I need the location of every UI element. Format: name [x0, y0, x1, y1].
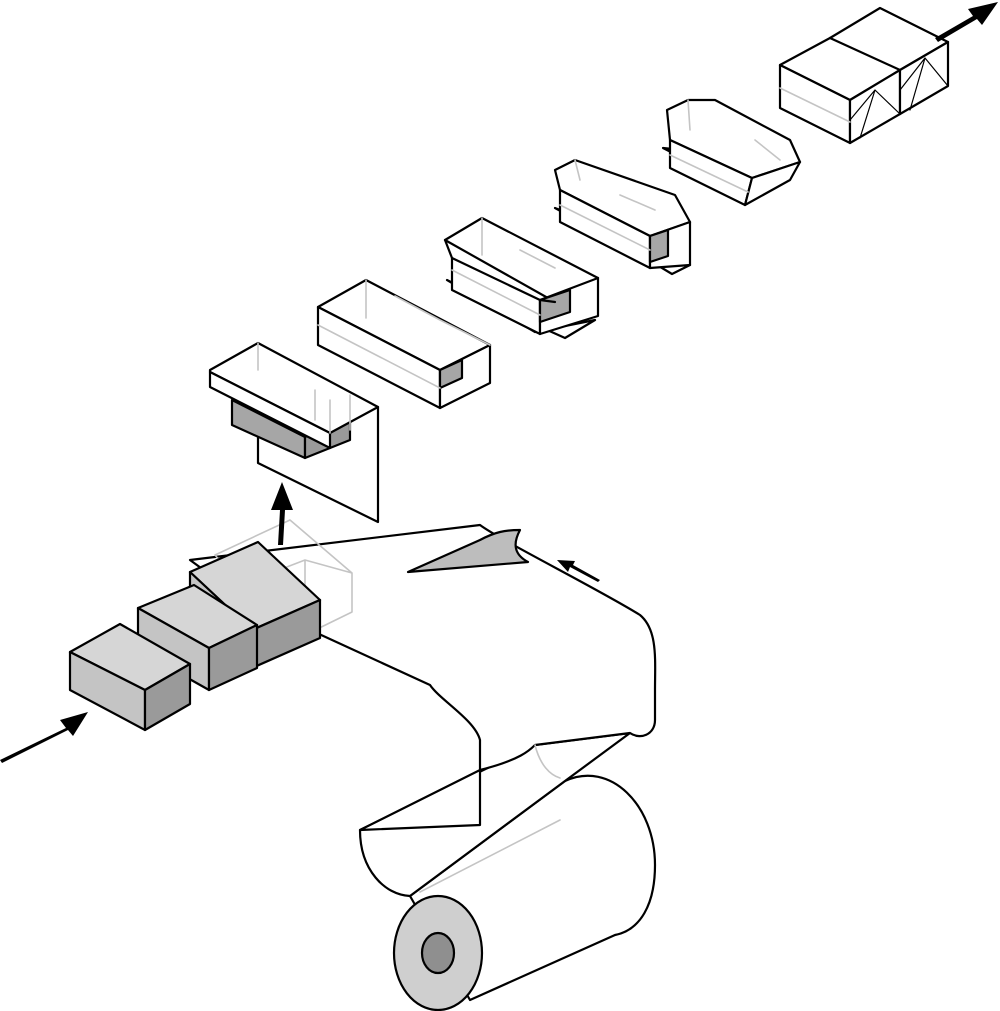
- stage-1-fold-lines: [257, 342, 351, 434]
- wrap-stage-5: [661, 98, 802, 207]
- stage-2-fold-lines: [317, 279, 491, 389]
- product-box-queued-1: [68, 622, 192, 732]
- wrapped-package-output: [778, 6, 950, 145]
- film-roll-highlight: [419, 819, 561, 893]
- infeed-arrow-icon: [0, 712, 88, 763]
- film-web-fold-shade: [534, 744, 561, 779]
- product-box-queued-2: [136, 583, 259, 692]
- stage-2-side-frame: [438, 343, 492, 410]
- lift-arrow-up-icon: [271, 482, 293, 545]
- film-roll: [392, 774, 657, 1011]
- infeed-product-boxes: [68, 540, 322, 732]
- film-roll-core: [420, 931, 456, 975]
- package-seam: [828, 36, 902, 72]
- film-web-lower: [358, 731, 632, 898]
- wrap-stage-4: [553, 158, 692, 276]
- wrap-stage-2: [316, 278, 492, 410]
- stage-4-pocket: [648, 228, 670, 264]
- wrap-stage-3: [443, 216, 600, 340]
- outfeed-arrow-icon: [935, 2, 998, 42]
- box-side: [143, 662, 192, 732]
- stage-1-box-in-film: [208, 341, 380, 524]
- package-fold-lines: [779, 87, 851, 123]
- film-cut-curl: [406, 528, 530, 574]
- stage-3-fold-lines: [451, 217, 556, 316]
- stage-1-front-face: [208, 370, 332, 450]
- package-end-folds: [849, 57, 949, 139]
- stage-4-fold-lines: [559, 159, 656, 251]
- film-direction-arrow-icon: [557, 560, 600, 582]
- stage-5-fold-lines: [669, 99, 781, 193]
- stage-2-pocket: [438, 358, 464, 390]
- stage-5-side: [743, 160, 802, 207]
- stage-3-flap-edge: [443, 238, 557, 304]
- box-side: [207, 623, 259, 692]
